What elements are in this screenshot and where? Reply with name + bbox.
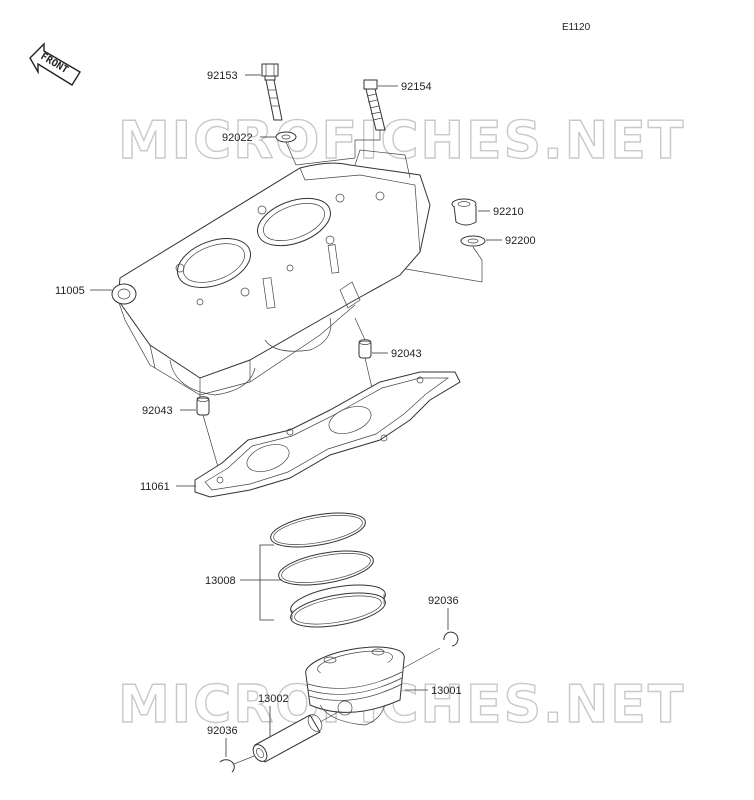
- label-13001: 13001: [431, 685, 462, 697]
- label-92210: 92210: [493, 206, 524, 218]
- label-92200: 92200: [505, 235, 536, 247]
- circlip-92036-left: [219, 759, 235, 773]
- watermark-top: MICROFICHES.NET: [118, 111, 685, 171]
- circlip-92036-right: [443, 631, 459, 647]
- label-92022: 92022: [222, 132, 253, 144]
- washer-92200: [460, 235, 486, 247]
- label-13008: 13008: [205, 575, 236, 587]
- piston-rings-13008: [270, 512, 386, 628]
- label-13002: 13002: [258, 693, 289, 705]
- label-92043-right: 92043: [391, 348, 422, 360]
- dowel-92043-left: [196, 396, 210, 416]
- label-92036-left: 92036: [207, 725, 238, 737]
- label-92154: 92154: [401, 81, 432, 93]
- label-92043-left: 92043: [142, 405, 173, 417]
- label-11061: 11061: [140, 481, 170, 493]
- front-arrow-icon: FRONT: [29, 42, 81, 86]
- diagram-code: E1120: [562, 22, 591, 33]
- dowel-92043-right: [358, 339, 372, 359]
- label-92153: 92153: [207, 70, 238, 82]
- piston-pin-13002: [252, 714, 323, 763]
- label-92036-right: 92036: [428, 595, 459, 607]
- washer-92022: [275, 131, 297, 143]
- bolt-92154: [363, 79, 386, 131]
- collar-92210: [451, 198, 477, 226]
- label-11005: 11005: [55, 285, 85, 297]
- gasket-11061: [194, 371, 461, 498]
- cylinder-11005: [111, 149, 431, 398]
- bolt-92153: [261, 63, 283, 121]
- piston-13001: [305, 646, 405, 726]
